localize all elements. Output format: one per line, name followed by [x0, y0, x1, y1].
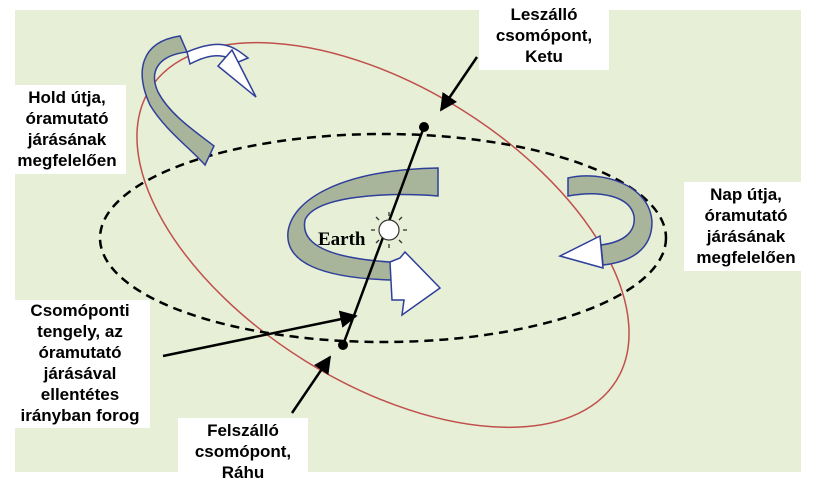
earth-label: Earth	[318, 229, 366, 250]
moon-path-label: Hold útja, óramutató járásának megfelelő…	[8, 85, 126, 174]
nodal-axis-pointer	[162, 310, 358, 358]
center-rotation-arrow	[287, 167, 442, 317]
sun-direction-arrow	[557, 175, 653, 270]
ascending-node-pointer	[290, 355, 332, 414]
ascending-node-point	[338, 340, 348, 350]
descending-node-point	[419, 122, 429, 132]
ascending-node-label: Felszálló csomópont, Ráhu	[178, 418, 308, 483]
sun-icon	[371, 212, 407, 248]
moon-direction-arrow	[141, 35, 257, 167]
nodal-axis-label: Csomóponti tengely, az óramutató járásáv…	[10, 300, 150, 428]
sun-path-label: Nap útja, óramutató járásának megfelelőe…	[684, 182, 808, 271]
sun-orbit	[98, 132, 668, 344]
descending-node-pointer	[439, 56, 479, 112]
descending-node-label: Leszálló csomópont, Ketu	[479, 2, 609, 70]
